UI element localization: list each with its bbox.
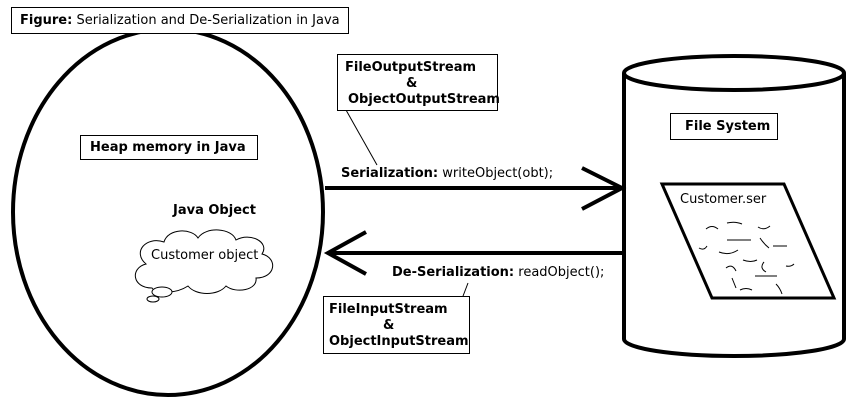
deserialization-arrow bbox=[323, 230, 622, 276]
serialization-method: writeObject(obt); bbox=[442, 166, 554, 181]
file-system-cylinder bbox=[622, 54, 846, 358]
input-stream-line1: FileInputStream bbox=[329, 302, 448, 317]
file-system-text: File System bbox=[685, 119, 771, 134]
input-stream-line2: ObjectInputStream bbox=[329, 334, 469, 349]
output-stream-line2: ObjectOutputStream bbox=[348, 92, 500, 107]
figure-caption-text: Serialization and De-Serialization in Ja… bbox=[76, 13, 340, 28]
customer-object-text: Customer object bbox=[151, 248, 259, 263]
file-name-label: Customer.ser bbox=[680, 192, 767, 207]
serialization-arrow bbox=[325, 166, 627, 211]
serialization-label: Serialization: writeObject(obt); bbox=[341, 166, 553, 181]
output-stream-leader bbox=[345, 109, 378, 166]
deserialization-label: De-Serialization: readObject(); bbox=[392, 265, 604, 280]
output-stream-amp: & bbox=[406, 76, 418, 91]
figure-prefix: Figure: bbox=[20, 13, 73, 28]
java-object-label: Java Object bbox=[173, 203, 256, 218]
input-stream-amp: & bbox=[383, 318, 395, 333]
heap-memory-text: Heap memory in Java bbox=[90, 140, 246, 155]
heap-ellipse bbox=[11, 27, 325, 397]
file-document bbox=[659, 182, 837, 300]
input-stream-box: FileInputStream & ObjectInputStream bbox=[323, 296, 470, 354]
output-stream-line1: FileOutputStream bbox=[345, 60, 477, 75]
customer-object-cloud bbox=[135, 229, 273, 303]
deserialization-method: readObject(); bbox=[518, 265, 605, 280]
figure-caption: Figure: Serialization and De-Serializati… bbox=[11, 7, 349, 34]
deserialization-title: De-Serialization: bbox=[392, 265, 515, 280]
serialization-title: Serialization: bbox=[341, 166, 439, 181]
heap-memory-label: Heap memory in Java bbox=[80, 135, 258, 160]
output-stream-box: FileOutputStream & ObjectOutputStream bbox=[337, 54, 500, 111]
file-contents-scribbles bbox=[698, 221, 795, 295]
file-system-label: File System bbox=[670, 113, 778, 140]
